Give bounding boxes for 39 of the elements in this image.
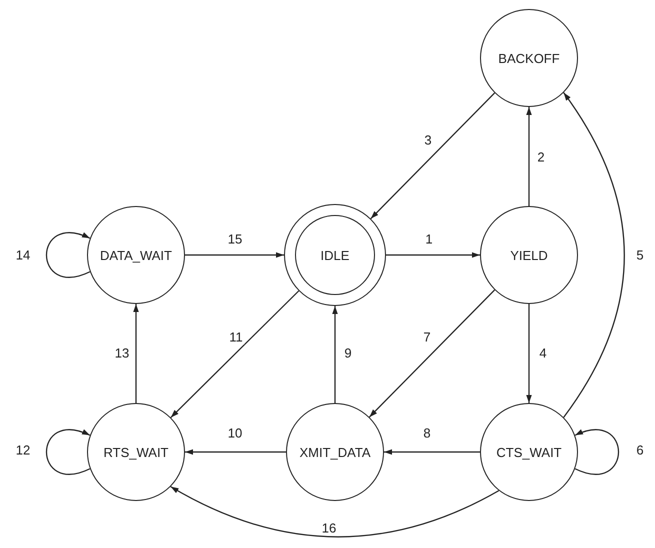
transition-arrow	[170, 486, 500, 538]
edge-label: 15	[226, 232, 244, 246]
transition-arrow	[574, 429, 619, 475]
edge-label: 3	[423, 132, 433, 148]
transition-arrow	[370, 92, 496, 220]
edge-label: 16	[320, 520, 338, 536]
transition-arrow	[386, 252, 480, 258]
transition-arrow	[46, 232, 90, 278]
transition-arrow	[185, 252, 284, 258]
edge-label: 6	[635, 442, 645, 458]
transition-arrow	[170, 290, 300, 418]
edge-label: 7	[422, 330, 432, 344]
transition-arrow	[526, 304, 532, 403]
edge-label: 13	[114, 346, 130, 360]
transition-arrow	[46, 429, 90, 475]
edge-label: 9	[343, 346, 353, 360]
state-name: CTS_WAIT	[496, 444, 562, 460]
state-name: YIELD	[510, 248, 548, 262]
transition-arrow	[332, 306, 338, 403]
state-name: RTS_WAIT	[103, 444, 168, 460]
edge-label: 12	[14, 442, 32, 458]
state-name: BACKOFF	[498, 50, 560, 66]
state-name: XMIT_DATA	[299, 444, 371, 460]
transition-arrow	[185, 449, 286, 455]
transition-arrow	[384, 449, 480, 455]
state-name: DATA_WAIT	[100, 248, 172, 262]
edge-label: 10	[226, 426, 244, 440]
transition-arrow	[133, 304, 139, 403]
edge-label: 4	[538, 346, 548, 360]
transition-arrow	[368, 290, 496, 418]
edge-label: 1	[424, 232, 434, 246]
edge-label: 5	[635, 248, 645, 262]
edge-label: 2	[536, 150, 546, 164]
transition-arrow	[526, 107, 532, 206]
transition-arrow	[563, 92, 625, 418]
state-name: IDLE	[320, 248, 350, 262]
edge-label: 14	[14, 248, 32, 262]
edge-label: 8	[422, 426, 432, 440]
edge-label: 11	[228, 330, 244, 344]
